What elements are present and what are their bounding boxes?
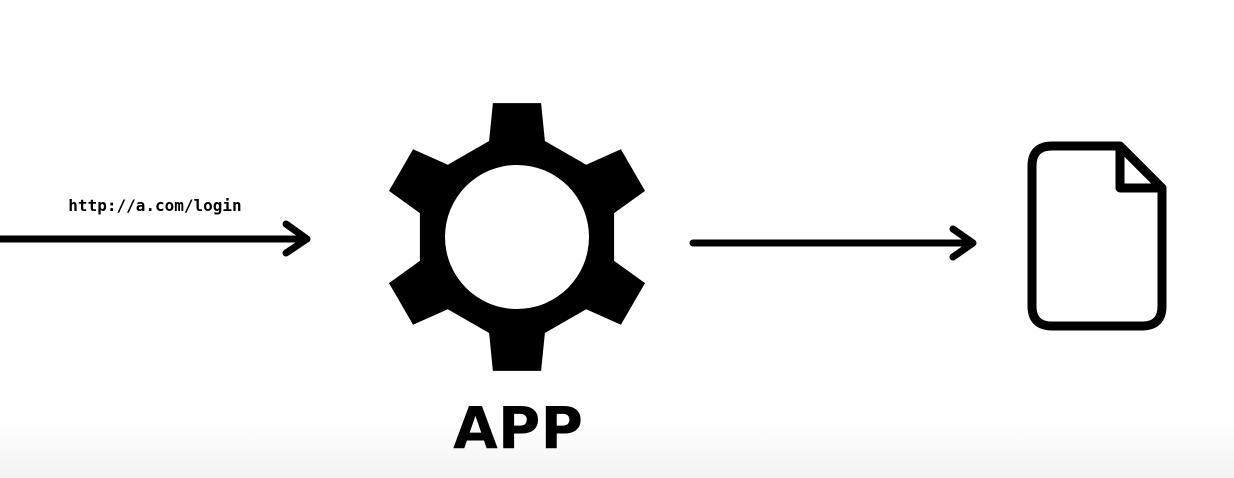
edge-incoming-arrowhead xyxy=(282,220,311,257)
file-outline xyxy=(1027,141,1167,331)
edge-outgoing-arrow xyxy=(689,225,977,261)
edge-label-url: http://a.com/login xyxy=(68,196,242,215)
file-icon xyxy=(1027,141,1167,331)
edge-outgoing-arrowhead xyxy=(949,225,977,261)
gear-shape xyxy=(389,103,645,371)
gear-icon xyxy=(389,103,645,371)
app-label: APP xyxy=(453,394,583,462)
edge-incoming-arrow xyxy=(0,220,311,257)
file-corner-fold xyxy=(1115,141,1167,193)
